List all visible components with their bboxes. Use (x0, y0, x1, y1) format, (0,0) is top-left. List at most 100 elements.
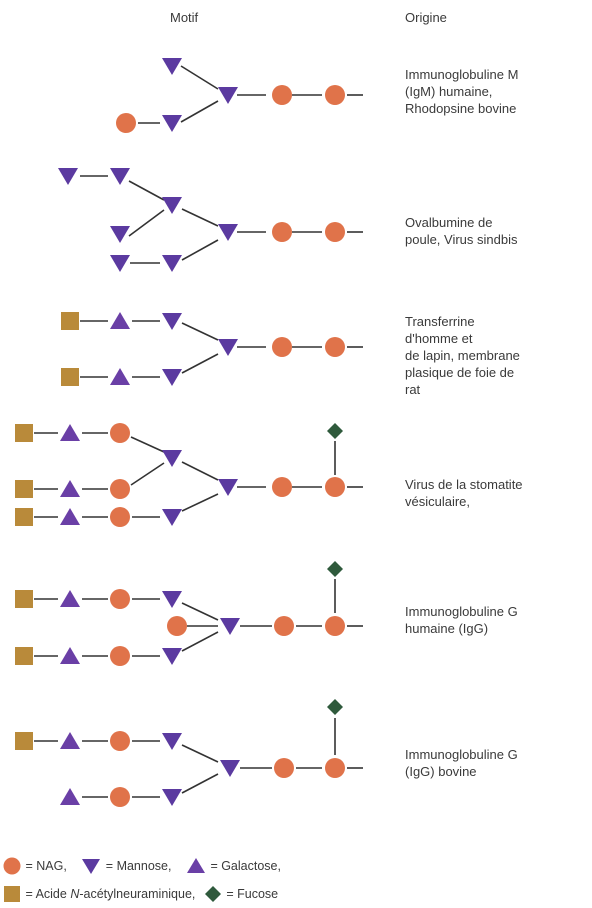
mannose-triangle (220, 618, 240, 635)
origin-6-line-1: Immunoglobuline G (405, 747, 518, 762)
mannose-triangle (110, 226, 130, 243)
fucose-diamond (327, 699, 343, 715)
nag-circle (325, 616, 345, 636)
legend-fucose-label: = Fucose (226, 887, 279, 901)
galactose-triangle (110, 312, 130, 329)
legend-row-1: = NAG, = Mannose, = Galactose, (2, 856, 291, 876)
bond (181, 239, 219, 261)
galactose-triangle (110, 368, 130, 385)
origin-6: Immunoglobuline G (IgG) bovine (405, 746, 590, 780)
origin-6-line-2: (IgG) bovine (405, 764, 477, 779)
galactose-triangle (60, 590, 80, 607)
legend-acide-label: = Acide N-acétylneuraminique, (25, 887, 195, 901)
bond (130, 462, 165, 486)
origin-2-line-1: Ovalbumine de (405, 215, 493, 230)
mannose-triangle (162, 58, 182, 75)
bonds (34, 65, 363, 798)
mannose-triangle (218, 87, 238, 104)
mannose-triangle (162, 255, 182, 272)
mannose-triangle (162, 789, 182, 806)
mannose-triangle (162, 450, 182, 467)
nag-circle (110, 787, 130, 807)
legend-acide-prefix: = Acide (25, 887, 71, 901)
mannose-triangle (218, 339, 238, 356)
origin-1-line-2: (IgM) humaine, (405, 84, 493, 99)
nag-circle (325, 337, 345, 357)
nag-circle (110, 646, 130, 666)
nag-circle (167, 616, 187, 636)
bond (181, 461, 219, 481)
sialic-square (15, 647, 33, 665)
header-motif: Motif (170, 10, 199, 25)
nag-circle (272, 85, 292, 105)
legend-nag-icon (3, 857, 21, 875)
mannose-triangle (162, 313, 182, 330)
galactose-triangle (60, 508, 80, 525)
galactose-triangle (60, 647, 80, 664)
legend-galactose-icon (186, 858, 205, 873)
legend-fucose-icon (204, 886, 221, 902)
nag-circle (110, 507, 130, 527)
nag-circle (110, 479, 130, 499)
nag-circle (116, 113, 136, 133)
mannose-triangle (218, 224, 238, 241)
legend-mannose-label: = Mannose, (105, 859, 172, 873)
galactose-triangle (60, 424, 80, 441)
mannose-triangle (162, 733, 182, 750)
legend-acide-italic: N (70, 887, 80, 901)
bond (181, 322, 219, 341)
bond (181, 353, 219, 374)
origin-2: Ovalbumine de poule, Virus sindbis (405, 214, 590, 248)
legend-galactose-label: = Galactose, (210, 859, 281, 873)
sialic-square (15, 424, 33, 442)
sialic-square (15, 480, 33, 498)
origin-5: Immunoglobuline G humaine (IgG) (405, 603, 590, 637)
origin-5-line-2: humaine (IgG) (405, 621, 489, 636)
bond (128, 209, 165, 237)
bond (181, 773, 219, 794)
bond (128, 180, 165, 201)
nag-circle (272, 477, 292, 497)
legend-acide-suffix: -acétylneuraminique, (79, 887, 196, 901)
nag-circle (110, 731, 130, 751)
origin-3-line-1: Transferrine (405, 314, 475, 329)
bond (181, 493, 219, 512)
mannose-triangle (162, 648, 182, 665)
nag-circle (325, 477, 345, 497)
nag-circle (325, 758, 345, 778)
origin-1-line-3: Rhodopsine bovine (405, 101, 517, 116)
galactose-triangle (60, 788, 80, 805)
mannose-triangle (110, 168, 130, 185)
mannose-triangle (220, 760, 240, 777)
origin-1-line-1: Immunoglobuline M (405, 67, 519, 82)
nag-circle (110, 589, 130, 609)
sialic-square (61, 312, 79, 330)
origin-3-line-5: rat (405, 382, 421, 397)
origin-4: Virus de la stomatite vésiculaire, (405, 476, 590, 510)
origin-3-line-4: plasique de foie de (405, 365, 515, 380)
bond (181, 602, 219, 621)
fucose-diamond (327, 561, 343, 577)
mannose-triangle (162, 197, 182, 214)
mannose-triangle (162, 509, 182, 526)
origin-1: Immunoglobuline M (IgM) humaine, Rhodops… (405, 66, 590, 117)
origin-3: Transferrine d'homme et de lapin, membra… (405, 313, 590, 398)
origin-5-line-1: Immunoglobuline G (405, 604, 518, 619)
bond (180, 65, 219, 90)
origin-3-line-3: de lapin, membrane (405, 348, 520, 363)
mannose-triangle (110, 255, 130, 272)
bond (181, 631, 219, 652)
nag-circle (325, 222, 345, 242)
nag-circle (325, 85, 345, 105)
nag-circle (110, 423, 130, 443)
nag-circle (272, 337, 292, 357)
galactose-triangle (60, 732, 80, 749)
origin-4-line-2: vésiculaire, (405, 494, 471, 509)
origin-3-line-2: d'homme et (405, 331, 473, 346)
sialic-square (61, 368, 79, 386)
mannose-triangle (58, 168, 78, 185)
origin-2-line-2: poule, Virus sindbis (405, 232, 518, 247)
mannose-triangle (218, 479, 238, 496)
nag-circle (274, 616, 294, 636)
nag-circle (272, 222, 292, 242)
